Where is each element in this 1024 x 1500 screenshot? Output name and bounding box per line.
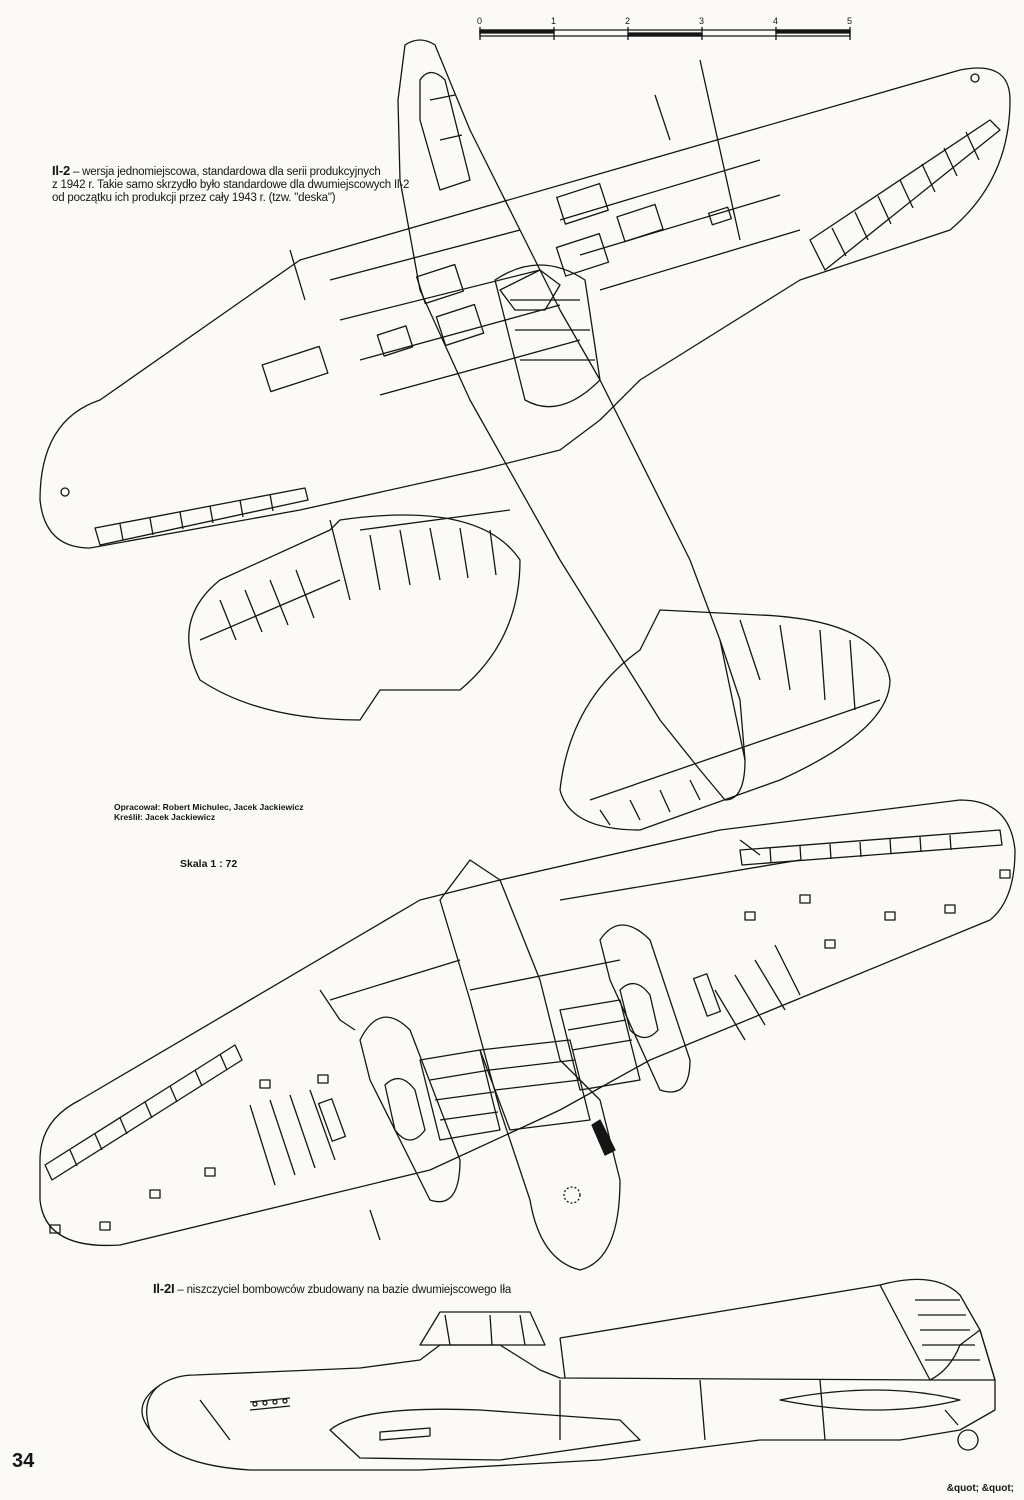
top-view-right-aileron [809,119,1001,271]
scale-tick-2: 2 [625,16,631,26]
caption-top-line2: z 1942 r. Takie samo skrzydło było stand… [52,179,410,192]
bottom-view-fuselage [439,859,621,1271]
scale-tick-0: 0 [477,16,483,26]
scale-tick-5: 5 [847,16,853,26]
bottom-view-right-aileron [739,829,1003,866]
credits: Opracował: Robert Michulec, Jacek Jackie… [114,802,304,823]
caption-top-line1: – wersja jednomiejscowa, standardowa dla… [69,166,381,178]
credits-line2: Kreślił: Jacek Jackiewicz [114,811,216,822]
caption-top: Il-2 – wersja jednomiejscowa, standardow… [52,163,410,206]
scale-tick-3: 3 [699,16,705,26]
footer-text: &quot; &quot; [946,1483,1014,1494]
caption-top-line3: od początku ich produkcji przez cały 194… [52,192,336,205]
side-view-canopy [419,1311,546,1346]
bottom-view-left-wheel-fairing [359,1016,461,1203]
top-view-fuselage [397,39,746,801]
scale-tick-4: 4 [773,16,779,26]
scale-label: Skala 1 : 72 [180,858,238,870]
caption-bottom-text: – niszczyciel bombowców zbudowany na baz… [174,1284,512,1296]
top-view-wing [39,67,1011,549]
top-view-plan [39,39,1011,831]
scale-bar [479,27,851,40]
top-view-left-aileron [94,487,309,546]
scale-tick-1: 1 [551,16,557,26]
page-number: 34 [12,1450,35,1472]
caption-bottom-model: Il-2I [153,1281,175,1296]
bottom-view-plan [39,799,1016,1271]
side-view-tail-fin [879,1278,996,1381]
bottom-view-right-wheel-fairing [599,924,691,1093]
top-view-right-stabilizer [559,609,891,831]
credits-line1: Opracował: Robert Michulec, Jacek Jackie… [114,802,304,812]
bottom-view-left-aileron [44,1044,243,1181]
side-view-profile [141,1278,996,1471]
top-view-left-stabilizer [188,514,521,721]
bottom-view-wing [39,799,1016,1247]
caption-bottom: Il-2I – niszczyciel bombowców zbudowany … [153,1281,512,1297]
caption-top-model: Il-2 [52,163,70,178]
